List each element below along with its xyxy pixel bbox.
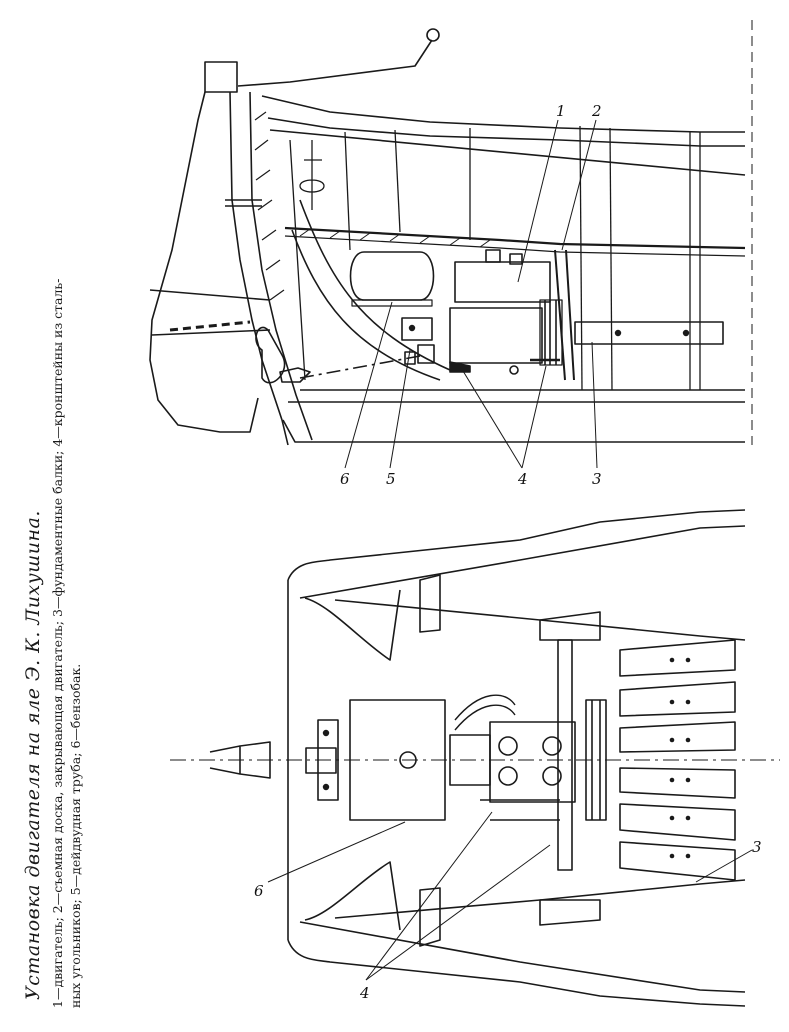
- quarter-knee-bottom: [304, 861, 401, 931]
- callout-6-side: 6: [340, 470, 350, 488]
- callout-2-side: 2: [591, 102, 602, 120]
- callout-1-side: 1: [556, 102, 566, 120]
- plan-view-drawing: [170, 509, 780, 1007]
- plan-view-leaders: [267, 811, 753, 981]
- hull-outline-bottom: [287, 939, 746, 1007]
- callout-5-side: 5: [386, 470, 396, 488]
- sternpost: [229, 91, 289, 446]
- side-view-drawing: [149, 20, 753, 469]
- fuel-tank: [349, 251, 435, 301]
- foundation-beam: [574, 321, 724, 345]
- engine-lower: [449, 307, 543, 364]
- quarter-knee-top: [304, 589, 401, 661]
- engine-upper: [454, 261, 551, 303]
- foundation-beams-plan: [619, 639, 736, 881]
- callout-3-plan: 3: [752, 838, 762, 856]
- shaft-centerline: [299, 355, 421, 379]
- callout-4-plan: 4: [359, 984, 370, 1002]
- stern-tube: [401, 317, 433, 341]
- hull-outline-top: [287, 509, 746, 581]
- removable-board: [284, 226, 746, 250]
- tiller-knob: [426, 28, 440, 42]
- flywheel-plan: [585, 699, 607, 821]
- callout-4-side: 4: [517, 470, 528, 488]
- rudder-blade: [149, 91, 259, 433]
- callout-6-plan: 6: [254, 882, 264, 900]
- callout-3-side: 3: [592, 470, 602, 488]
- hull-sheer: [261, 95, 745, 133]
- propeller: [255, 326, 286, 384]
- engine-bracket-plan: [557, 639, 573, 871]
- rudder-head: [204, 61, 238, 93]
- tiller: [237, 39, 433, 87]
- side-view-leaders: [344, 119, 598, 469]
- transom-bracket: [317, 719, 339, 801]
- engine-plan: [489, 721, 576, 803]
- fuel-tank-plan: [349, 699, 446, 821]
- frames: [289, 125, 701, 391]
